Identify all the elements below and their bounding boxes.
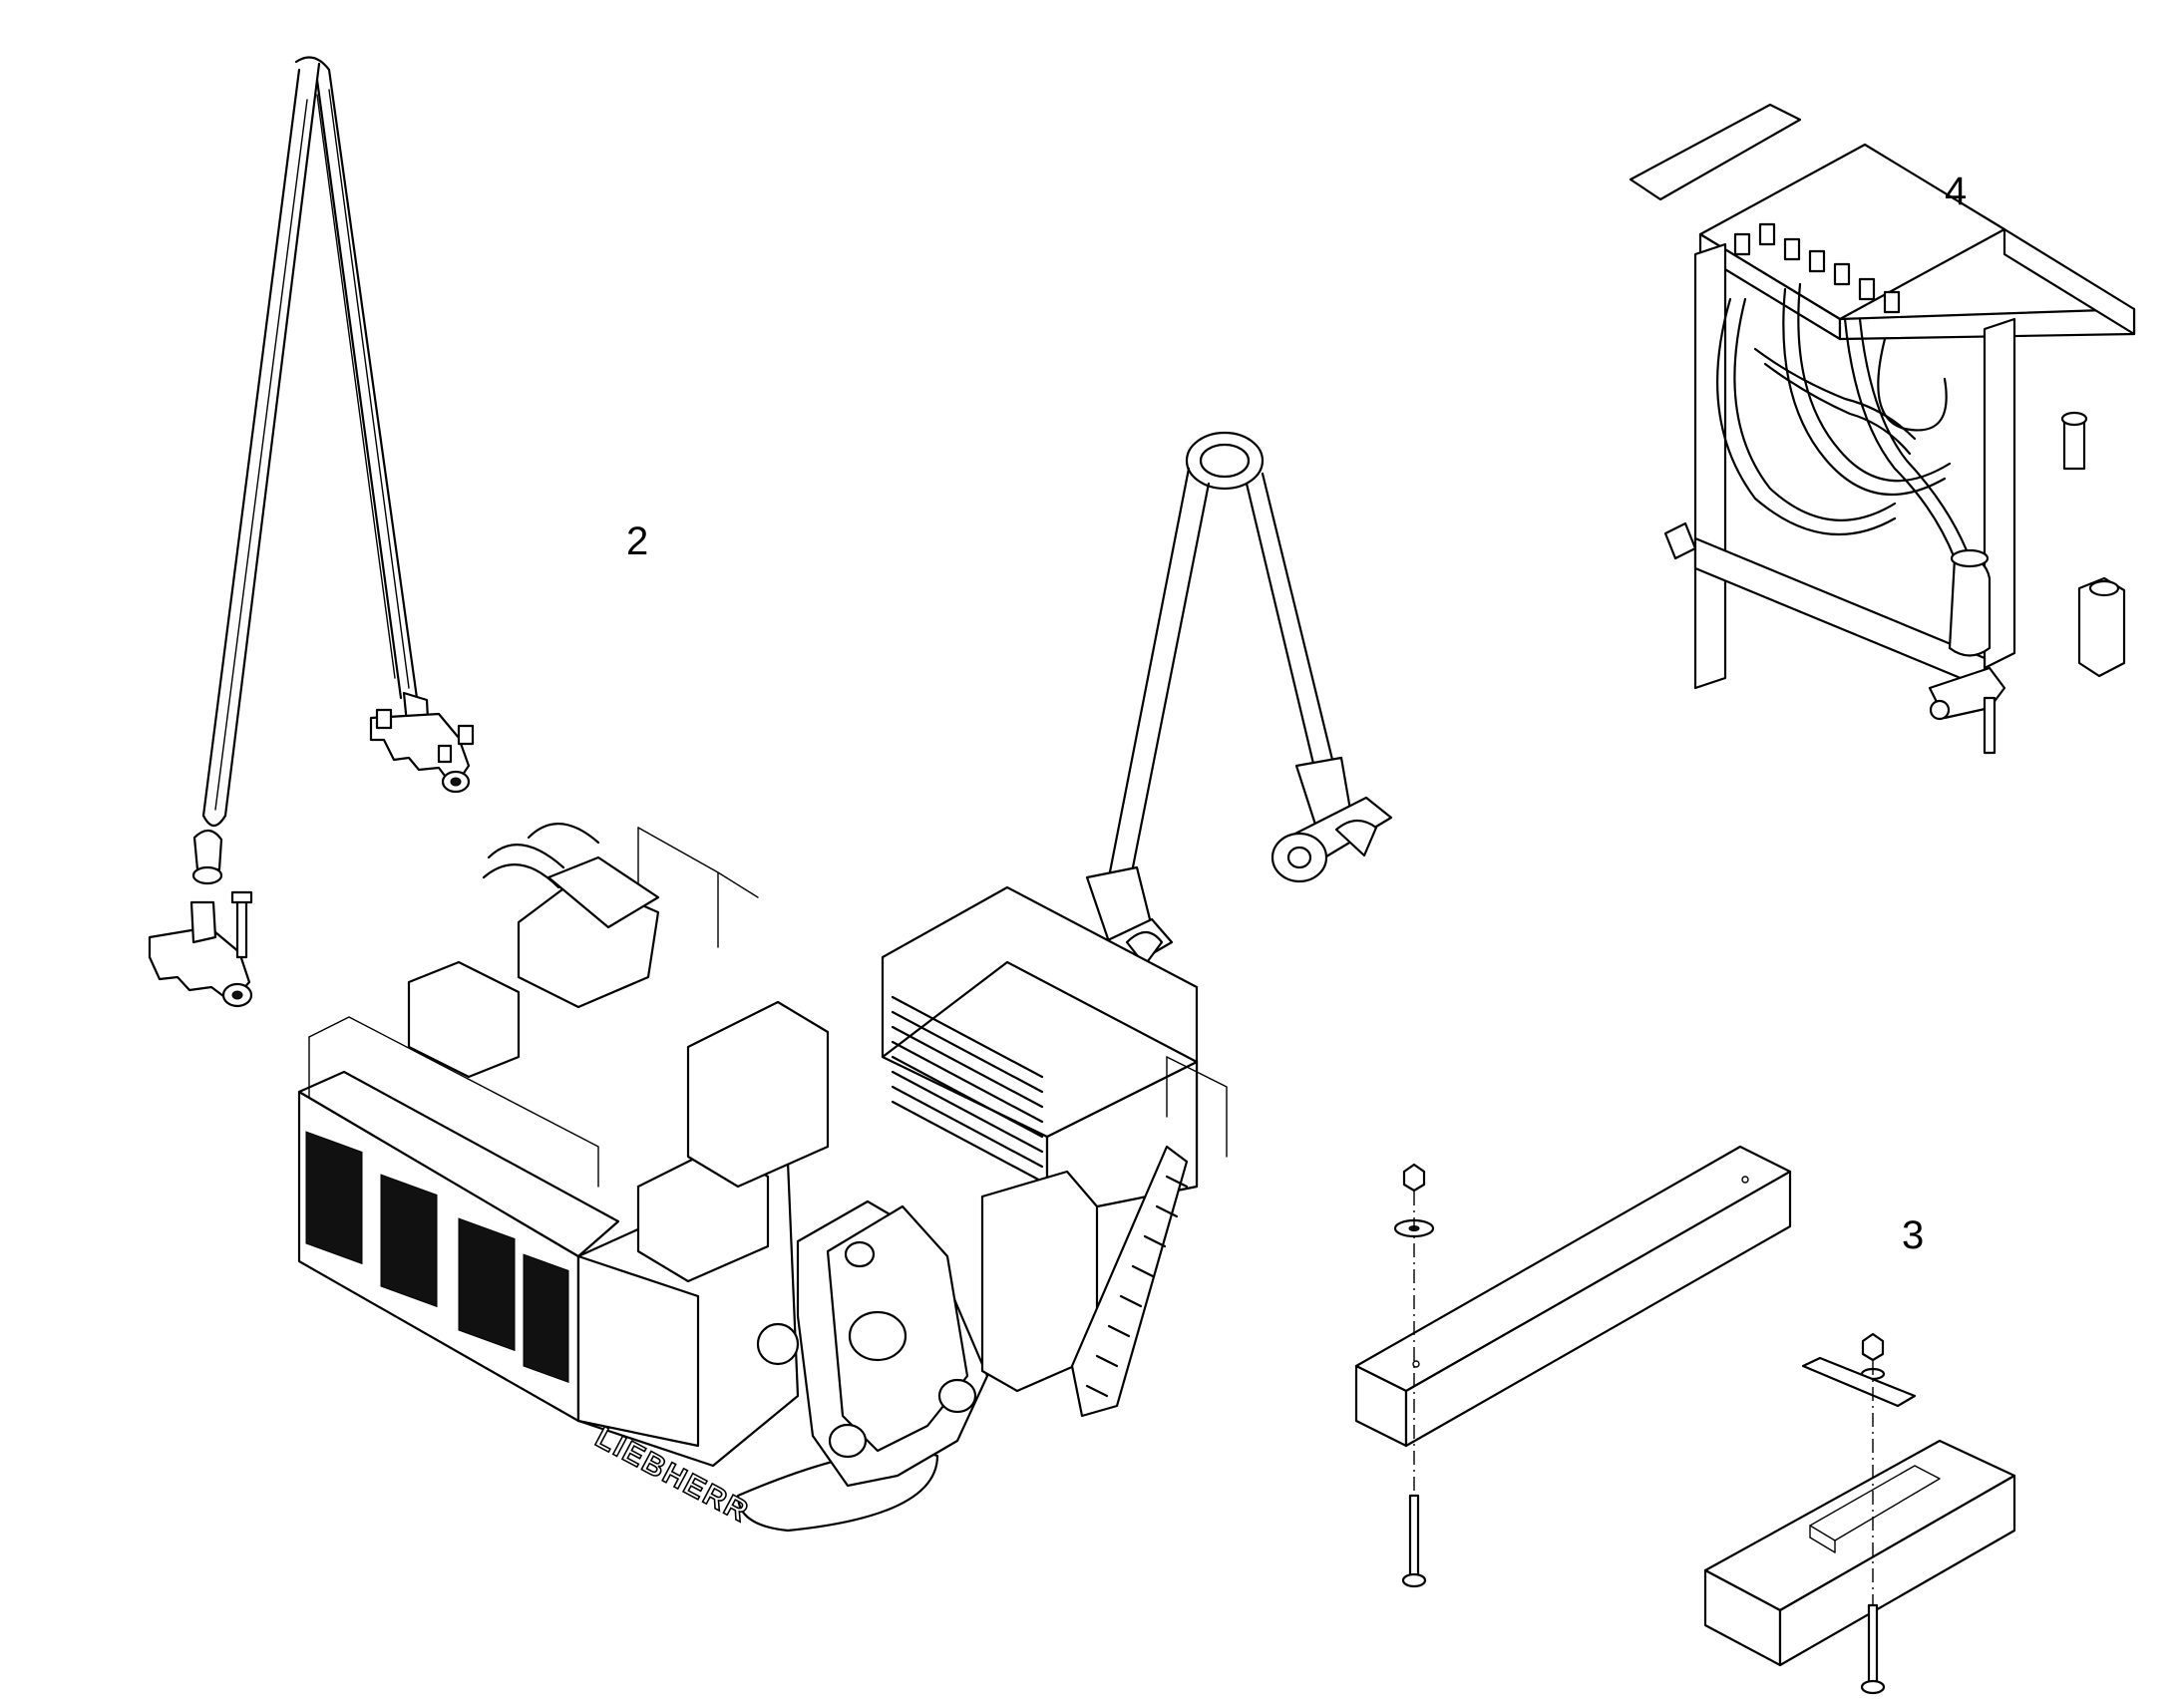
- valve-fittings-row: [1733, 222, 1901, 314]
- fastener-set-short-block: [1801, 1332, 1917, 1695]
- beam-block-long: [1354, 1145, 1792, 1448]
- callout-4: 4: [1945, 170, 1967, 213]
- cooler-louvres: [891, 995, 1044, 1184]
- shackle-bracket-lower: [148, 829, 253, 1008]
- hose-bundle: [1716, 282, 1969, 560]
- callout-2: 2: [626, 519, 648, 563]
- shackle-bracket-upper: [369, 691, 475, 794]
- beam-block-short-slotted: [1703, 1439, 2016, 1667]
- lifting-sling-right: [1085, 431, 1353, 967]
- callout-3: 3: [1902, 1213, 1924, 1257]
- sling-end-fitting-right: [1271, 796, 1393, 883]
- valve-block-frame: [1629, 103, 2136, 755]
- lifting-sling-left: [201, 56, 419, 828]
- excavator-uppercarriage: LIEBHERR: [297, 823, 1228, 1533]
- fastener-set-long-block: [1393, 1163, 1435, 1588]
